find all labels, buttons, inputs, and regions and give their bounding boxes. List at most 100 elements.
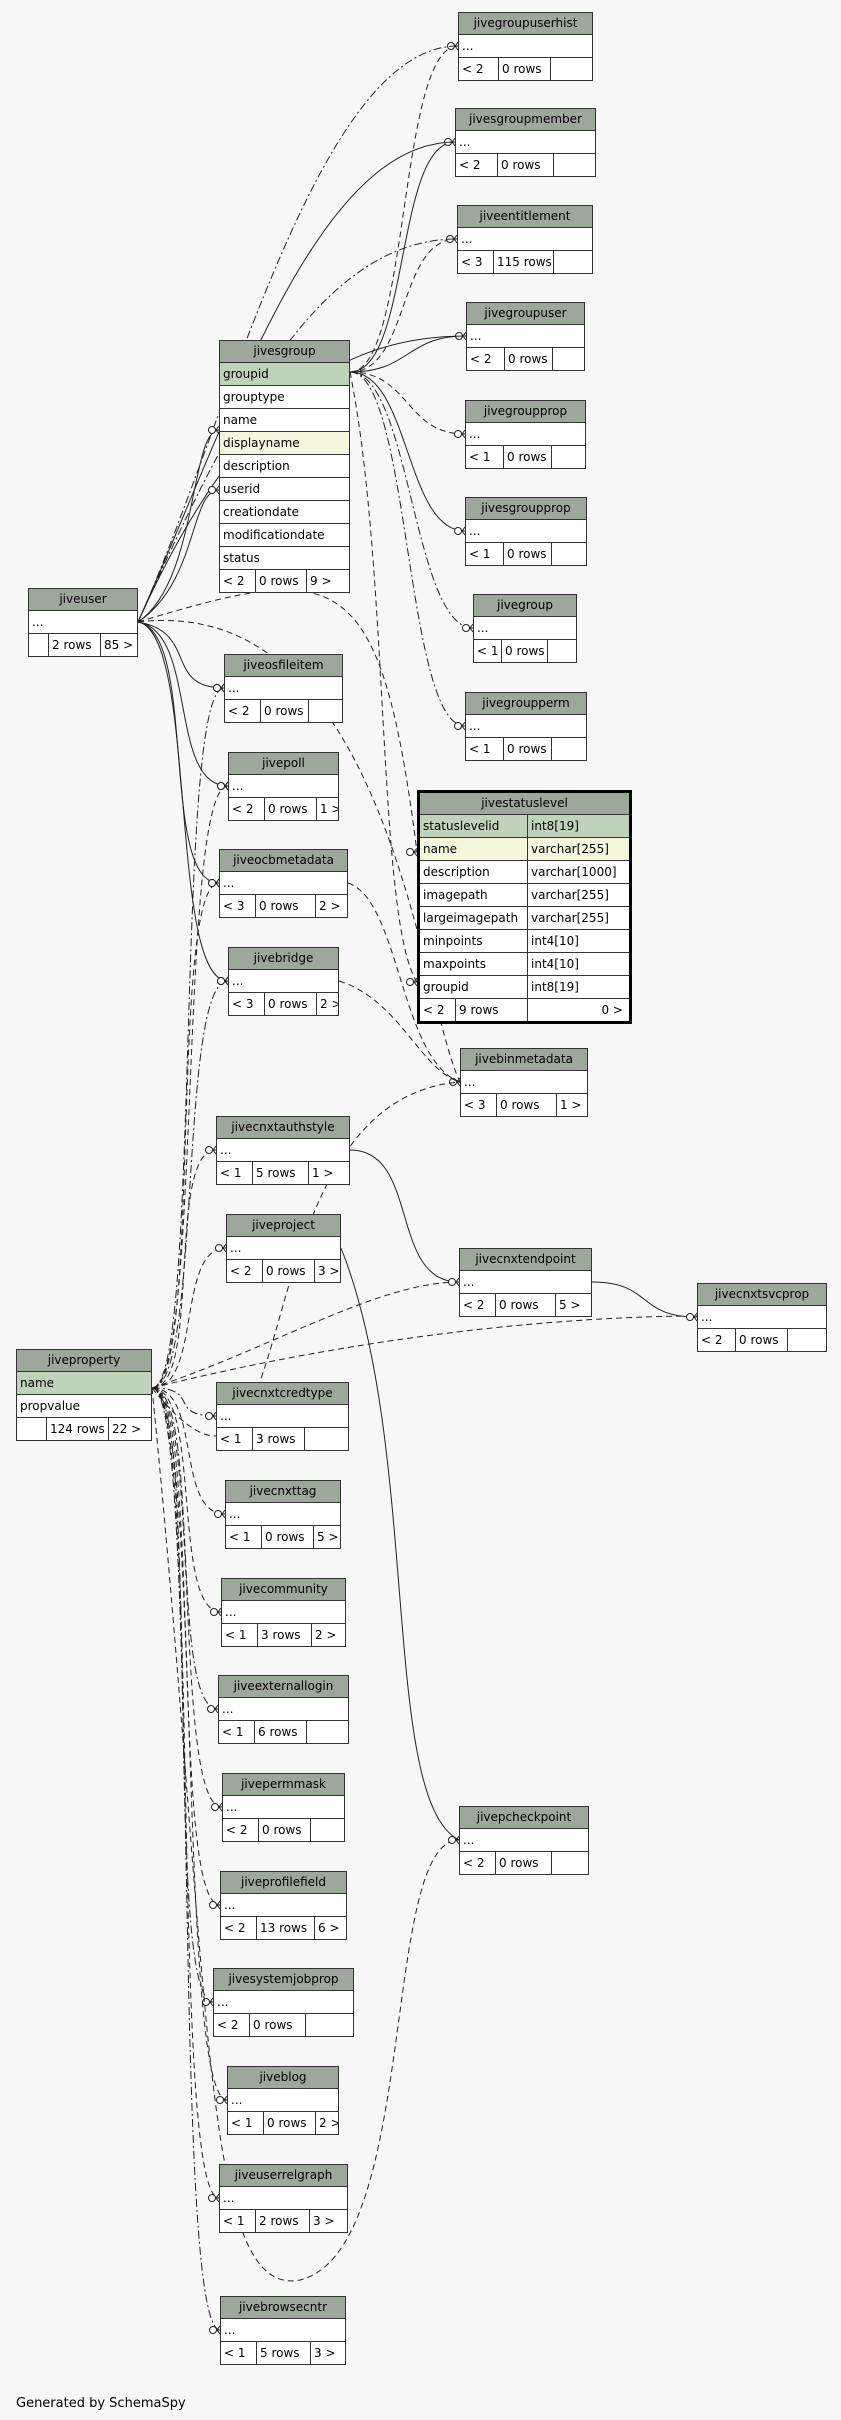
crowfoot-marker: [454, 527, 462, 535]
column-row: ...: [221, 2319, 345, 2342]
column-type: int8[19]: [531, 819, 579, 833]
crowfoot-marker: [208, 426, 216, 434]
relationship-line: [151, 1081, 461, 1437]
column-row: ...: [229, 775, 338, 798]
children-count: [548, 640, 576, 662]
crowfoot-marker: [220, 683, 225, 693]
table-title: jivesgroupmember: [456, 109, 595, 131]
parents-count: < 2: [221, 1917, 257, 1939]
crowfoot-marker: [224, 781, 229, 791]
table-title: jivesystemjobprop: [214, 1969, 353, 1991]
crowfoot-marker: [215, 1244, 223, 1252]
crowfoot-marker: [210, 1608, 218, 1616]
children-count: [552, 543, 586, 565]
column-row: ...: [466, 423, 585, 446]
parents-count: < 3: [229, 993, 265, 1015]
crowfoot-marker: [215, 425, 220, 435]
column-type: int8[19]: [531, 980, 579, 994]
row-count: 6 rows: [255, 1721, 307, 1743]
relationship-line: [349, 335, 467, 373]
relationship-line: [151, 1247, 227, 1389]
column-name: statuslevelid: [420, 815, 528, 837]
column-row: ...: [458, 228, 592, 251]
crowfoot-marker: [686, 1313, 694, 1321]
column-name: imagepath: [420, 884, 528, 906]
row-count: 0 rows: [256, 895, 316, 917]
crowfoot-marker: [205, 1412, 213, 1420]
table-title: jivecnxtcredtype: [217, 1383, 348, 1405]
table-title: jiveuserrelgraph: [220, 2165, 347, 2187]
column-row: ...: [460, 1271, 591, 1294]
column-row: ...: [461, 1071, 587, 1094]
crowfoot-marker: [213, 684, 221, 692]
generated-by-label: Generated by SchemaSpy: [16, 2396, 186, 2411]
children-count: [309, 700, 342, 722]
parents-count: < 1: [222, 1624, 258, 1646]
children-count: [311, 1819, 344, 1841]
relationship-line: [151, 1315, 698, 1389]
crowfoot-marker: [461, 526, 466, 536]
row-count: 124 rows: [47, 1418, 109, 1440]
crowfoot-marker: [215, 2193, 220, 2203]
parents-count: < 2: [460, 1852, 496, 1874]
parents-count: < 2: [227, 1260, 263, 1282]
column-row: ...: [226, 1503, 340, 1526]
relationship-line: [347, 882, 461, 1083]
column-row: ...: [460, 1829, 588, 1852]
row-count: 0 rows: [262, 1526, 314, 1548]
parents-count: < 1: [220, 2210, 256, 2232]
table-title: jiveexternallogin: [219, 1676, 348, 1698]
row-count: 0 rows: [265, 993, 317, 1015]
crowfoot-marker: [461, 429, 466, 439]
column-row: ...: [217, 1405, 348, 1428]
table-title: jivegroupperm: [466, 693, 586, 715]
table-title: jivegroup: [474, 595, 576, 617]
table-title: jivecommunity: [222, 1579, 345, 1601]
parents-count: < 2: [698, 1329, 736, 1351]
children-count: [551, 58, 592, 80]
relationship-line: [338, 980, 461, 1083]
children-count: 6 >: [318, 1921, 340, 1935]
relationship-line: [151, 980, 229, 1389]
crowfoot-marker: [216, 1900, 221, 1910]
relationship-line: [349, 238, 458, 373]
